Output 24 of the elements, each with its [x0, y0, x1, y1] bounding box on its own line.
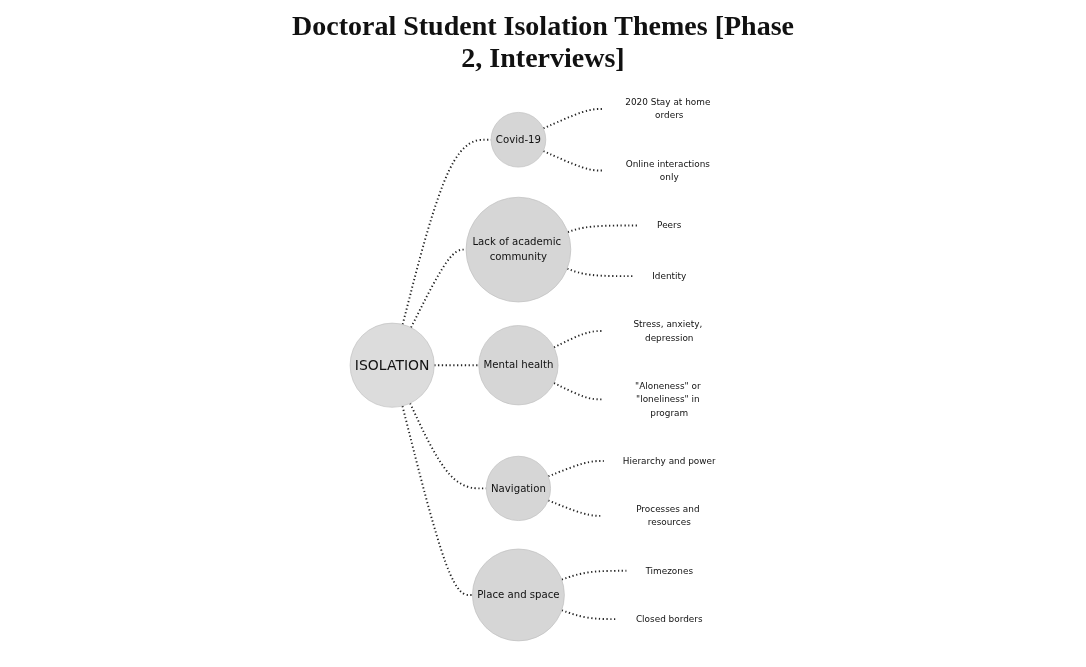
node-text: Closed borders	[635, 613, 703, 624]
node-circle: Mental health	[478, 324, 559, 405]
node-text: Identity	[652, 270, 687, 281]
diagram-title: Doctoral Student Isolation Themes [Phase 2, Interviews]	[291, 10, 795, 74]
node-text: Timezones	[645, 564, 694, 576]
node-circle: Place and space	[472, 548, 565, 641]
node-circle: ISOLATION	[349, 322, 435, 408]
connector	[401, 404, 474, 596]
node-circle: Navigation	[485, 455, 551, 521]
node-text: Stress, anxiety, depression	[633, 318, 703, 343]
node-text: Peers	[657, 219, 682, 230]
node-text: 2020 Stay at home orders	[625, 96, 711, 120]
connector	[566, 224, 639, 233]
node-circle: Covid-19	[490, 111, 547, 167]
connector	[566, 267, 635, 277]
node-text: Online interactions only	[625, 157, 710, 182]
node-text: Hierarchy and power	[622, 455, 716, 466]
connector	[560, 608, 618, 620]
connector	[552, 381, 604, 400]
node-text: "Aloneness" or "loneliness" in program	[635, 380, 701, 417]
node-circle: Lack of academic community	[465, 196, 572, 302]
connector	[542, 149, 604, 171]
node-text: Processes and resources	[636, 503, 700, 527]
connector	[560, 569, 628, 581]
